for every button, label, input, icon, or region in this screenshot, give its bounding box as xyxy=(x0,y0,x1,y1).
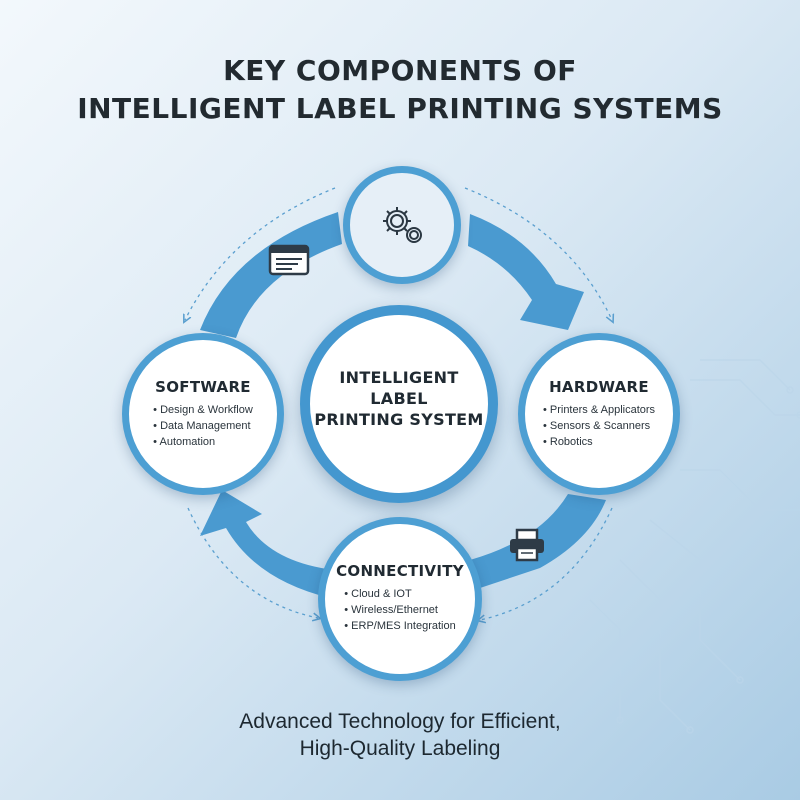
cycle-arrow-top-right xyxy=(468,214,584,330)
central-label-line-1: INTELLIGENT xyxy=(339,368,459,387)
hardware-item: Printers & Applicators xyxy=(543,402,655,418)
connectivity-heading: CONNECTIVITY xyxy=(336,562,464,580)
connectivity-list: Cloud & IOT Wireless/Ethernet ERP/MES In… xyxy=(344,586,456,634)
hardware-heading: HARDWARE xyxy=(549,378,649,396)
printer-icon xyxy=(510,528,544,562)
software-node: SOFTWARE Design & Workflow Data Manageme… xyxy=(122,333,284,495)
software-heading: SOFTWARE xyxy=(155,378,251,396)
subtitle-line-2: High-Quality Labeling xyxy=(299,737,501,760)
subtitle-line-1: Advanced Technology for Efficient, xyxy=(239,710,561,733)
central-node-label: INTELLIGENT LABEL PRINTING SYSTEM xyxy=(310,367,488,430)
connectivity-item: Wireless/Ethernet xyxy=(344,602,455,618)
dashed-arrow-top-left xyxy=(185,187,336,320)
title-line-1: KEY COMPONENTS OF xyxy=(223,54,577,87)
dashed-arrow-bottom-left xyxy=(187,507,318,618)
page-title: KEY COMPONENTS OF INTELLIGENT LABEL PRIN… xyxy=(0,52,800,128)
central-label-line-2: LABEL xyxy=(370,389,428,408)
dashed-arrow-bottom-right xyxy=(480,507,613,620)
cycle-arrow-top-left xyxy=(200,212,342,338)
cycle-arrow-bottom-left xyxy=(200,490,334,598)
gears-icon xyxy=(383,207,422,243)
title-line-2: INTELLIGENT LABEL PRINTING SYSTEMS xyxy=(77,92,723,125)
central-label-line-3: PRINTING SYSTEM xyxy=(314,410,484,429)
hardware-item: Robotics xyxy=(543,434,655,450)
hardware-item: Sensors & Scanners xyxy=(543,418,655,434)
document-icon xyxy=(268,244,310,276)
software-item: Data Management xyxy=(153,418,253,434)
hardware-node: HARDWARE Printers & Applicators Sensors … xyxy=(518,333,680,495)
software-list: Design & Workflow Data Management Automa… xyxy=(153,402,253,450)
page-subtitle: Advanced Technology for Efficient, High-… xyxy=(0,708,800,762)
connectivity-item: ERP/MES Integration xyxy=(344,618,456,634)
software-item: Automation xyxy=(153,434,253,450)
circuit-lines-decoration xyxy=(589,359,800,734)
hardware-list: Printers & Applicators Sensors & Scanner… xyxy=(543,402,655,450)
connectivity-item: Cloud & IOT xyxy=(344,586,455,602)
central-node: INTELLIGENT LABEL PRINTING SYSTEM xyxy=(300,305,498,503)
software-item: Design & Workflow xyxy=(153,402,253,418)
connectivity-node: CONNECTIVITY Cloud & IOT Wireless/Ethern… xyxy=(318,517,482,681)
